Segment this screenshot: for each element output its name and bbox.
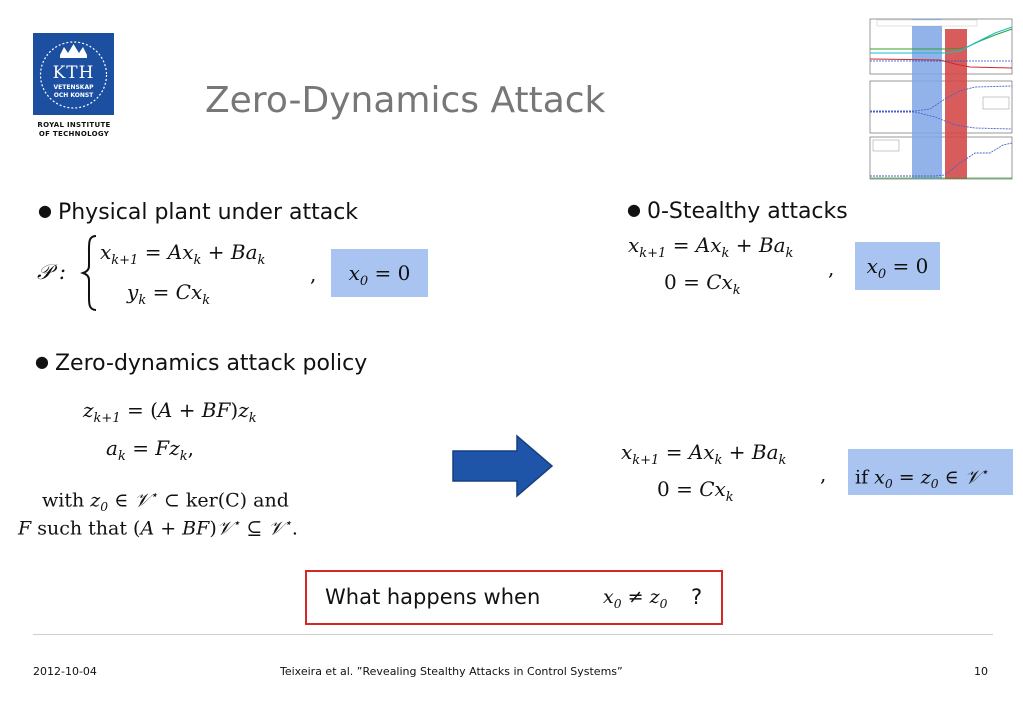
plant-eq-state: xk+1 = Axk + Bak — [100, 240, 266, 268]
footer-date: 2012-10-04 — [33, 665, 97, 678]
curve-bottom-1 — [870, 142, 1013, 177]
stealthy-eq-state: xk+1 = Axk + Bak — [628, 233, 794, 261]
result-initial-condition: if x0 = z0 ∈ 𝒱⋆ — [848, 449, 1013, 495]
left-brace — [80, 235, 97, 311]
plant-eq-output: yk = Cxk — [127, 280, 211, 308]
curve-mid-2 — [870, 111, 1013, 130]
mid-legend — [982, 96, 1010, 110]
attack-plot-thumbnail — [855, 15, 1015, 185]
slide-title: Zero-Dynamics Attack — [205, 80, 606, 121]
logo-wordmark: KTH — [52, 63, 95, 83]
blue-band — [912, 19, 942, 179]
stealthy-eq-output: 0 = Cxk — [664, 270, 741, 298]
question-prefix: What happens when — [325, 585, 541, 609]
red-band — [945, 29, 967, 179]
policy-condition-2: F such that (A + BF)𝒱⋆ ⊆ 𝒱⋆. — [18, 516, 298, 540]
bullet-zero-dynamics-policy-text: Zero-dynamics attack policy — [54, 351, 368, 376]
result-comma: , — [820, 462, 827, 486]
result-eq-state: xk+1 = Axk + Bak — [621, 440, 787, 468]
crown-icon — [39, 41, 108, 109]
curve-top-red — [869, 58, 1013, 69]
policy-eq-attack: ak = Fzk, — [106, 436, 194, 464]
policy-condition-1: with z0 ∈ 𝒱⋆ ⊂ ker(C) and — [42, 488, 289, 515]
logo-line2: OCH KONST — [53, 92, 94, 99]
bullet-physical-plant: ●Physical plant under attack — [38, 200, 359, 225]
question-box: What happens when x0 ≠ z0 ? — [305, 570, 723, 625]
bullet-zero-dynamics-policy: ●Zero-dynamics attack policy — [35, 351, 368, 376]
stealthy-initial-condition: x0 = 0 — [855, 242, 940, 290]
bullet-stealthy-attacks: ●0-Stealthy attacks — [627, 199, 848, 224]
footer-divider — [33, 634, 993, 635]
top-legend — [876, 19, 978, 27]
footer-citation: Teixeira et al. ”Revealing Stealthy Atta… — [280, 665, 623, 678]
stealthy-comma: , — [828, 256, 835, 280]
question-math: x0 ≠ z0 — [603, 586, 668, 611]
curve-mid-1 — [870, 85, 1013, 112]
question-suffix: ? — [691, 585, 703, 609]
policy-eq-state: zk+1 = (A + BF)zk — [83, 398, 257, 426]
kth-logo: KTH VETENSKAP OCH KONST — [33, 33, 114, 115]
bullet-stealthy-attacks-text: 0-Stealthy attacks — [646, 199, 848, 224]
result-eq-output: 0 = Cxk — [657, 477, 734, 505]
right-arrow-icon — [452, 434, 554, 498]
logo-caption-2: OF TECHNOLOGY — [38, 130, 110, 138]
plant-initial-condition: x0 = 0 — [331, 249, 428, 297]
curve-top-cyan — [870, 26, 1013, 54]
plant-label: 𝒫 : — [37, 260, 66, 284]
plant-comma: , — [310, 262, 317, 286]
logo-line1: VETENSKAP — [53, 84, 94, 91]
footer-page-number: 10 — [974, 665, 988, 678]
bullet-physical-plant-text: Physical plant under attack — [57, 200, 359, 225]
bottom-legend — [872, 139, 900, 152]
logo-caption-1: ROYAL INSTITUTE — [37, 121, 111, 129]
